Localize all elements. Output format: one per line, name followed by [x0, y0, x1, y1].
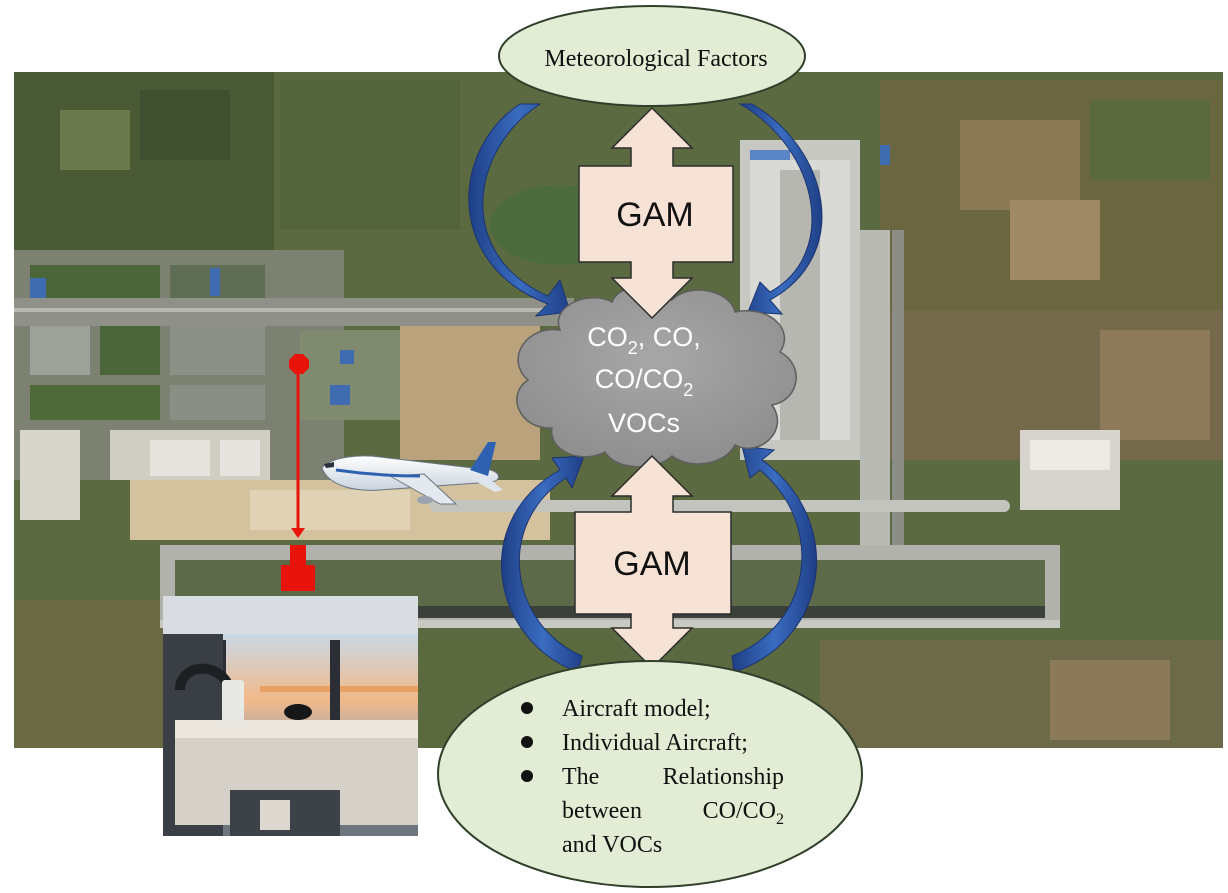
instrument-photo [163, 596, 418, 836]
bullet-icon [521, 736, 533, 748]
monitor-station-marker-icon [290, 545, 306, 565]
list-item-relationship-word-4: CO/CO2 [703, 798, 784, 828]
red-arrow-head-icon [291, 528, 305, 538]
cloud-line-3: VOCs [608, 408, 680, 438]
aircraft-factors-ellipse [437, 660, 863, 888]
cloud-line-1: CO2, CO, [587, 322, 701, 358]
cloud-line-2: CO/CO2 [595, 364, 694, 400]
airplane-icon [321, 442, 503, 505]
tower-marker-icon [289, 354, 309, 374]
meteorological-factors-label: Meteorological Factors [544, 46, 767, 72]
list-item-relationship-word-1: The [562, 764, 599, 790]
curved-arrow-bottom-right-icon [731, 445, 817, 673]
meteorological-factors-ellipse [498, 5, 806, 107]
gam-top-label: GAM [616, 196, 693, 234]
list-item-relationship-word-2: Relationship [663, 764, 784, 790]
list-item-aircraft-model: Aircraft model; [562, 696, 711, 722]
list-item-relationship-word-5: and VOCs [562, 832, 662, 858]
curved-arrow-top-left-icon [468, 103, 571, 317]
list-item-relationship-word-3: between [562, 798, 642, 824]
list-item-individual-aircraft: Individual Aircraft; [562, 730, 748, 756]
gam-bottom-label: GAM [613, 545, 690, 583]
aircraft-factors-list: Aircraft model; Individual Aircraft; The… [521, 696, 784, 858]
gam-top-double-arrow [578, 106, 734, 320]
bullet-icon [521, 702, 533, 714]
bullet-icon [521, 770, 533, 782]
